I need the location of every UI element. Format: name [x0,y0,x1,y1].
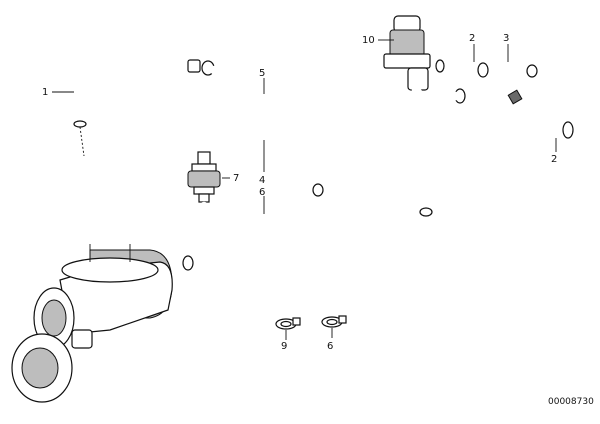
hose-part-6[interactable] [182,133,487,271]
air-valve-part-10[interactable] [383,15,461,105]
callout-9: 9 [281,341,287,352]
callout-1: 1 [42,87,48,98]
air-pump [11,244,173,403]
check-valve-part-7[interactable] [187,151,221,203]
callout-2-right: 2 [551,154,557,165]
hose-part-5[interactable] [209,65,437,155]
callout-3: 3 [503,33,509,44]
callout-labels: 1 2 2 3 4 5 6 6 7 9 10 [42,33,557,352]
callout-7: 7 [233,173,239,184]
catalog-number: 00008730 [548,397,594,407]
hose-clamp-part-9[interactable] [275,317,301,330]
hose-part-2-right[interactable] [528,118,574,139]
callout-4: 4 [259,175,265,186]
callout-2-top: 2 [469,33,475,44]
hose-part-1[interactable] [73,59,215,157]
callout-6-clamp: 6 [327,341,333,352]
hose-part-2-top[interactable] [448,62,489,78]
leader-lines [52,39,557,340]
callout-6-pipe: 6 [259,187,265,198]
tee-connector[interactable] [474,89,534,136]
callout-10: 10 [362,35,375,46]
hose-part-4[interactable] [199,115,435,217]
callout-5: 5 [259,68,265,79]
hose-clamp-part-8[interactable] [321,315,347,328]
